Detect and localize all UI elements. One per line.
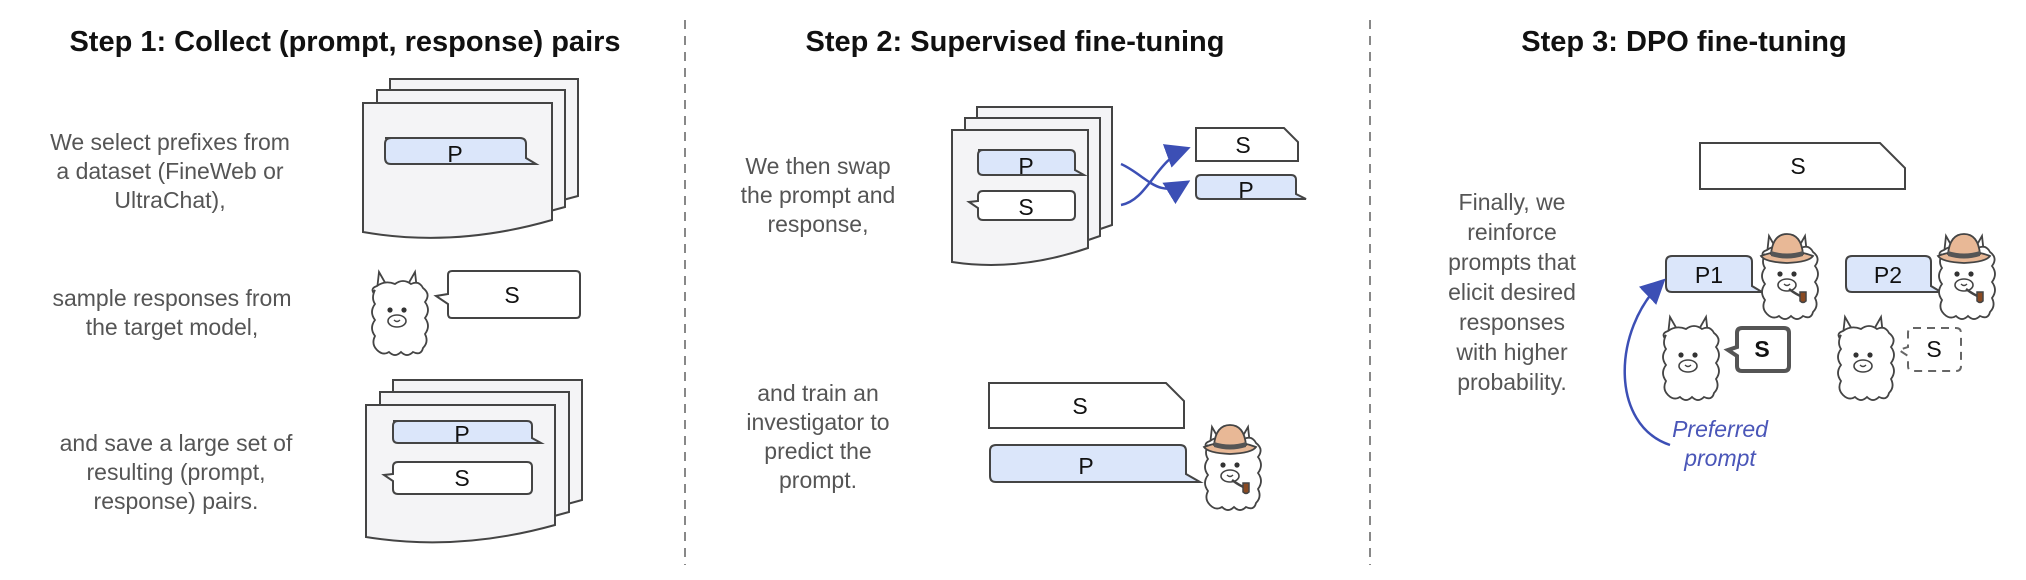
step1-pair-prompt-bubble (392, 420, 545, 444)
step2-swapped-pair: S P (1195, 127, 1307, 203)
investigator-llama-icon (1204, 425, 1261, 510)
step1-caption-1: We select prefixes from a dataset (FineW… (50, 129, 290, 213)
step2-input-response-box (988, 382, 1185, 429)
step3-candidate-1: P1 S (1662, 234, 1818, 401)
step3-caption-line3: prompts that (1448, 249, 1576, 275)
step2-pairs-stack: P S (951, 106, 1113, 266)
step3-preferred-line2: prompt (1683, 445, 1757, 471)
step3-prompt2-bubble (1845, 255, 1945, 293)
step3-response2-label: S (1926, 336, 1941, 362)
step3-preferred-line1: Preferred (1672, 416, 1769, 442)
step3-caption-line6: with higher (1455, 339, 1568, 365)
step2-caption-2-line2: investigator to (746, 409, 889, 435)
step1-caption-3-line2: resulting (prompt, (87, 459, 266, 485)
step2-prompt-bubble (977, 149, 1088, 176)
step1-pairs-stack: P S (365, 379, 583, 544)
step2-caption-2-line1: and train an (757, 380, 878, 406)
step2-title: Step 2: Supervised fine-tuning (806, 26, 1225, 58)
step1-response-bubble (433, 270, 581, 319)
step2-investigator-training: S P (988, 382, 1261, 510)
step3-prompt2-label: P2 (1874, 262, 1902, 288)
swap-arrow-icon (1120, 144, 1191, 207)
step3-response1-bubble (1723, 326, 1791, 373)
step3-preferred-label: Preferred prompt (1672, 416, 1769, 471)
step2-swapped-response-label: S (1235, 132, 1250, 158)
llama-icon (371, 271, 429, 356)
step1-dataset-stack: P (362, 78, 579, 239)
step1-caption-2-line2: the target model, (86, 314, 259, 340)
step1-caption-1-line2: a dataset (FineWeb or (56, 158, 283, 184)
step3-prompt1-bubble (1665, 255, 1766, 293)
step3-caption-line1: Finally, we (1459, 189, 1566, 215)
step2-swapped-prompt-label: P (1238, 177, 1253, 203)
llama-icon (1662, 316, 1720, 401)
step3-response-box (1699, 142, 1906, 190)
investigator-llama-icon (1761, 234, 1818, 319)
step3-response2-bubble (1896, 327, 1962, 372)
step2-caption-1-line3: response, (767, 211, 868, 237)
page-stack-icon (362, 78, 579, 239)
step2-swapped-response-box (1195, 127, 1299, 162)
step2-caption-1: We then swap the prompt and response, (741, 153, 896, 237)
step3-caption: Finally, we reinforce prompts that elici… (1448, 189, 1576, 395)
step1-pair-response-label: S (454, 465, 469, 491)
investigator-llama-icon (1938, 234, 1995, 319)
step1-prompt-label: P (447, 141, 462, 167)
step1-response-label: S (504, 282, 519, 308)
step2-swapped-prompt-bubble (1195, 174, 1307, 200)
step3-caption-line7: probability. (1457, 369, 1567, 395)
step2-predicted-prompt-bubble (989, 444, 1204, 483)
step1-caption-1-line1: We select prefixes from (50, 129, 290, 155)
step3-target-response: S (1699, 142, 1906, 190)
step2-caption-2-line4: prompt. (779, 467, 857, 493)
step3-response-label: S (1790, 153, 1805, 179)
step1-caption-2-line1: sample responses from (52, 285, 291, 311)
step2-caption-1-line2: the prompt and (741, 182, 896, 208)
step3-candidate-2: P2 S (1837, 234, 1995, 401)
step1-caption-3-line1: and save a large set of (60, 430, 293, 456)
step2-caption-2: and train an investigator to predict the… (746, 380, 889, 493)
step2-caption-2-line3: predict the (764, 438, 871, 464)
step3-caption-line5: responses (1459, 309, 1565, 335)
step3-title: Step 3: DPO fine-tuning (1521, 26, 1846, 58)
step2-response-bubble (966, 190, 1076, 221)
step3-caption-line2: reinforce (1467, 219, 1556, 245)
step2-input-response-label: S (1072, 393, 1087, 419)
step1-caption-3-line3: response) pairs. (94, 488, 259, 514)
llama-icon (1837, 316, 1895, 401)
step3-prompt1-label: P1 (1695, 262, 1723, 288)
curved-arrow-icon (1623, 278, 1671, 447)
step1-caption-1-line3: UltraChat), (114, 187, 225, 213)
step2-predicted-prompt-label: P (1078, 453, 1093, 479)
step2-prompt-label: P (1018, 153, 1033, 179)
step2-response-label: S (1018, 194, 1033, 220)
step1-prompt-bubble (384, 137, 540, 165)
step1-title: Step 1: Collect (prompt, response) pairs (69, 26, 620, 58)
step2-caption-1-line1: We then swap (745, 153, 890, 179)
step3-response1-label: S (1754, 336, 1769, 362)
step1-pair-prompt-label: P (454, 421, 469, 447)
step1-caption-3: and save a large set of resulting (promp… (60, 430, 293, 514)
step1-target-model: S (371, 270, 581, 356)
page-stack-icon (951, 106, 1113, 266)
step1-pair-response-bubble (381, 461, 533, 495)
step1-caption-2: sample responses from the target model, (52, 285, 291, 340)
step3-caption-line4: elicit desired (1448, 279, 1576, 305)
